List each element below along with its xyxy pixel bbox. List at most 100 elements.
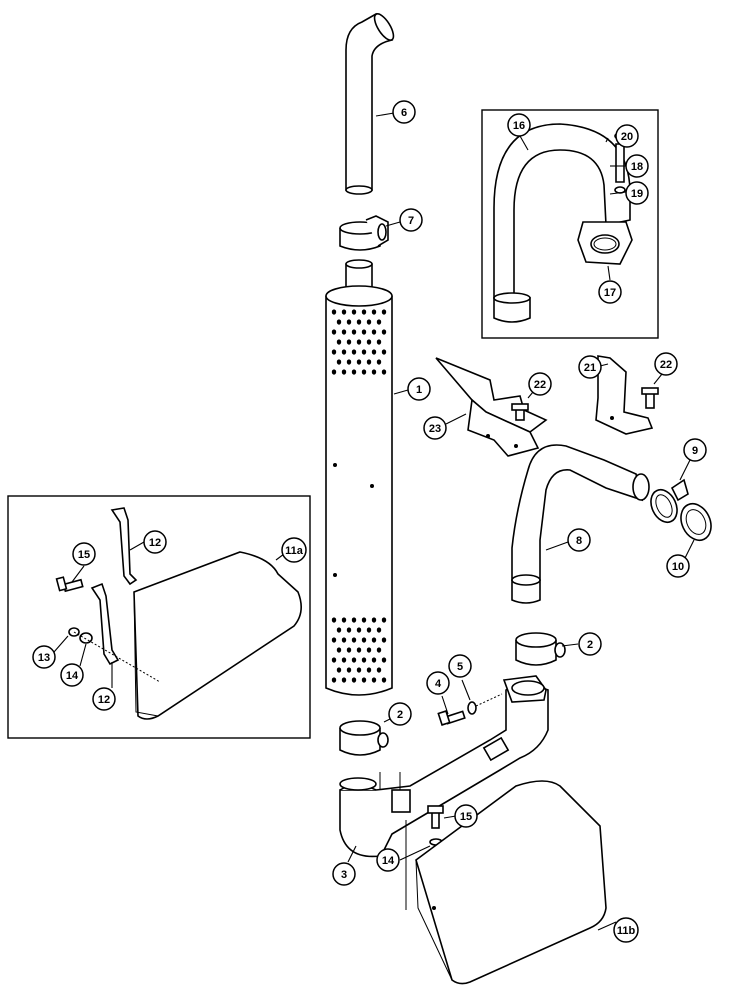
perforation-hole [356,647,362,653]
callout-8-label: 8 [576,535,582,547]
callout-21-label: 21 [584,362,596,374]
callout-15-right: 15 [454,804,478,828]
callout-13: 13 [32,645,56,669]
strap-12-upper [110,507,138,586]
perforation-hole [381,309,387,315]
muffler [325,259,393,696]
inset-box-left [7,495,311,739]
perforation-hole [371,617,377,623]
perforation-hole [341,617,347,623]
perforation-hole [381,349,387,355]
perforation-hole [351,677,357,683]
perforation-hole [351,617,357,623]
callout-11a-label: 11a [285,545,304,557]
perforation-hole [361,677,367,683]
perforation-hole [346,667,352,673]
callout-22-right: 22 [654,352,678,376]
perforation-hole [331,349,337,355]
callout-22-right-label: 22 [660,359,672,371]
perforation-hole [331,617,337,623]
callout-16-label: 16 [513,120,525,132]
shield-11a [133,551,302,720]
perforation-hole [376,339,382,345]
callout-19-label: 19 [631,188,643,200]
perforation-hole [331,309,337,315]
callout-10-label: 10 [672,561,684,573]
perforation-hole [336,339,342,345]
bolt-22b [641,387,659,409]
clamp-top [339,215,389,251]
bolt-22a [511,403,529,421]
perforation-hole [361,309,367,315]
perforation-hole [341,657,347,663]
callout-19: 19 [625,181,649,205]
perforation-hole [361,369,367,375]
callout-18-label: 18 [631,161,643,173]
perforation-hole [376,667,382,673]
perforation-hole [381,369,387,375]
callout-2-right: 2 [578,632,602,656]
callout-2-left-label: 2 [397,709,403,721]
callout-3: 3 [332,862,356,886]
perforation-hole [376,647,382,653]
callout-4: 4 [426,671,450,695]
perforation-hole [376,359,382,365]
perforation-hole [371,329,377,335]
callout-1-label: 1 [416,384,422,396]
perforation-hole [331,369,337,375]
callout-18: 18 [625,154,649,178]
callout-6-label: 6 [401,107,407,119]
perforation-hole [356,319,362,325]
perforation-hole [336,319,342,325]
perforation-hole [356,627,362,633]
sleeve-10 [680,502,712,542]
callout-14-right-label: 14 [382,855,395,867]
perforation-hole [336,627,342,633]
callout-15-right-label: 15 [460,811,472,823]
perforation-hole [331,657,337,663]
perforation-hole [361,349,367,355]
callout-21: 21 [578,355,602,379]
callout-13-label: 13 [38,652,50,664]
callout-7-label: 7 [408,215,414,227]
strap-12-lower [90,582,120,666]
stack-pipe [345,12,395,195]
callout-16: 16 [507,113,531,137]
perforation-hole [341,369,347,375]
perforation-hole [361,657,367,663]
perforation-hole [336,667,342,673]
perforation-hole [371,369,377,375]
perforation-hole [336,359,342,365]
perforation-hole [346,319,352,325]
perforation-hole [371,309,377,315]
perforation-hole [356,359,362,365]
perforation-hole [346,627,352,633]
callout-23-label: 23 [429,423,441,435]
perforation-hole [381,617,387,623]
callout-11b: 11b [613,917,639,943]
clamp-9 [650,478,689,524]
callout-12-upper: 12 [143,530,167,554]
callout-14-right: 14 [376,848,400,872]
perforation-hole [371,657,377,663]
callout-1: 1 [407,377,431,401]
clamp-2-right [515,632,566,666]
washer-5 [467,701,477,715]
shield-11b [415,780,607,985]
perforation-hole [351,329,357,335]
perforation-hole [366,359,372,365]
perforation-hole [371,637,377,643]
exhaust-pipe-8 [511,444,650,604]
perforation-hole [331,637,337,643]
perforation-hole [381,637,387,643]
bracket-21 [595,355,654,435]
bolt-15-right [427,805,444,829]
callout-20: 20 [615,124,639,148]
perforation-hole [361,637,367,643]
perforation-hole [341,637,347,643]
callout-11b-label: 11b [617,925,636,937]
perforation-hole [351,349,357,355]
perforation-hole [336,647,342,653]
perforation-hole [341,349,347,355]
